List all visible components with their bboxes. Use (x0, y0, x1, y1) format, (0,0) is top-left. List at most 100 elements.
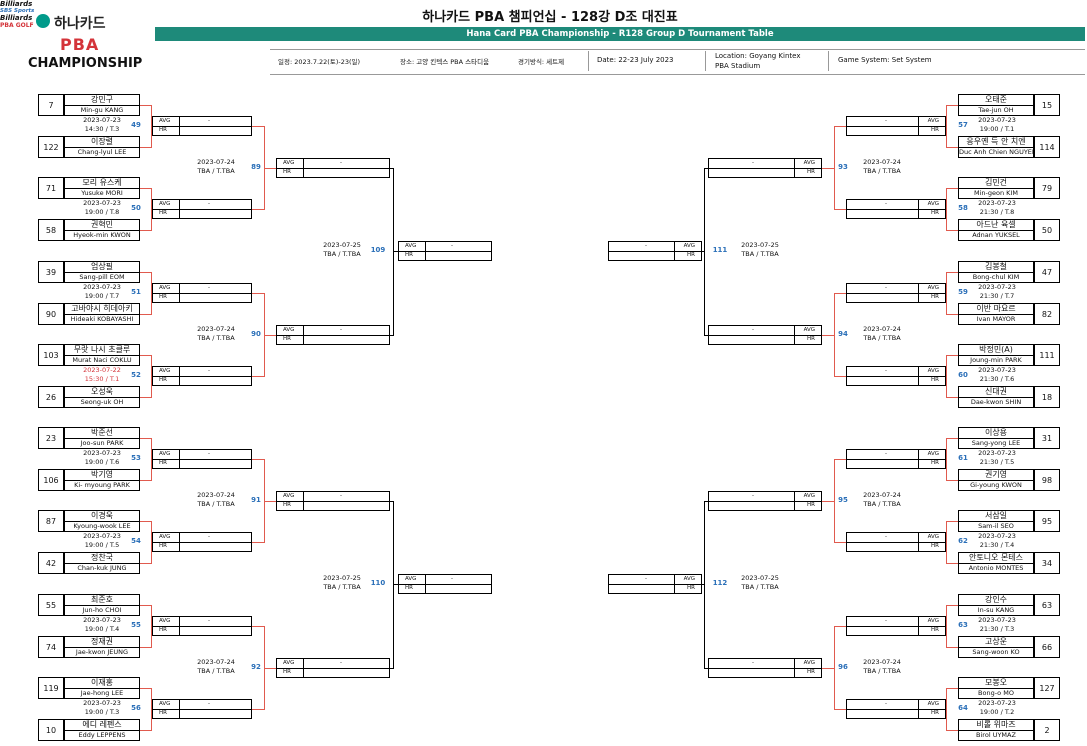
winner-bracket-line (151, 105, 152, 148)
bracket-line (704, 500, 705, 669)
score-box[interactable]: AVG-HR (708, 324, 822, 345)
score-box[interactable]: AVG-HR (846, 616, 946, 636)
winner-bracket-line (946, 147, 958, 148)
billiards-tv-logo: Billiards (0, 0, 33, 8)
score-box[interactable]: AVG-HR (608, 574, 702, 594)
score-box[interactable]: AVG-HR (152, 283, 252, 303)
score-box[interactable]: AVG-HR (398, 574, 492, 594)
hr-label: HR (159, 127, 167, 133)
winner-bracket-line (264, 167, 276, 169)
score-box[interactable]: AVG-HR (846, 283, 946, 303)
winner-bracket-line (140, 230, 152, 231)
score-box[interactable]: AVG-HR (152, 366, 252, 386)
score-box[interactable]: AVG-HR (846, 699, 946, 719)
score-box[interactable]: AVG-HR (276, 157, 390, 178)
player-slot[interactable]: 박정민(A)Joung-min PARK (958, 344, 1034, 366)
score-box[interactable]: AVG-HR (152, 699, 252, 719)
score-box[interactable]: AVG-HR (152, 532, 252, 552)
match-number: 109 (370, 246, 386, 254)
match-time: 21:30 / T.5 (979, 458, 1015, 466)
score-box[interactable]: AVG-HR (846, 116, 946, 136)
match-time: 19:00 / T.4 (84, 625, 120, 633)
avg-label: AVG (683, 576, 695, 582)
match-time: TBA / T.TBA (741, 250, 779, 258)
score-box[interactable]: AVG-HR (276, 657, 390, 678)
hr-label: HR (159, 210, 167, 216)
score-box[interactable]: AVG-HR (276, 324, 390, 345)
hr-label: HR (159, 627, 167, 633)
score-box[interactable]: AVG-HR (152, 616, 252, 636)
winner-bracket-line (252, 376, 264, 377)
hr-label: HR (283, 168, 291, 175)
winner-bracket-line (946, 314, 958, 315)
winner-bracket-line (140, 188, 152, 189)
player-name-en: Bong-o MO (978, 689, 1014, 697)
player-name-en: Sang-woon KO (972, 648, 1020, 656)
score-box[interactable]: AVG-HR (846, 449, 946, 469)
bracket-line (390, 167, 394, 169)
score-box[interactable]: AVG-HR (708, 657, 822, 678)
avg-value: - (451, 243, 453, 249)
player-name-kr: 권기영 (959, 470, 1033, 481)
hr-label: HR (159, 710, 167, 716)
page-subtitle: Hana Card PBA Championship - R128 Group … (466, 29, 774, 39)
score-box[interactable]: AVG-HR (152, 449, 252, 469)
score-box[interactable]: AVG-HR (846, 532, 946, 552)
match-number: 59 (958, 288, 968, 296)
avg-value: - (208, 451, 210, 457)
match-date: 2023-07-23 (83, 199, 121, 207)
seed-number: 50 (1034, 219, 1060, 241)
winner-bracket-line (834, 209, 846, 210)
avg-label: AVG (283, 659, 295, 666)
score-box[interactable]: AVG-HR (846, 366, 946, 386)
avg-value: - (208, 118, 210, 124)
score-box[interactable]: AVG-HR (846, 199, 946, 219)
score-box[interactable]: AVG-HR (152, 199, 252, 219)
score-box[interactable]: AVG-HR (608, 241, 702, 261)
score-box[interactable]: AVG-HR (708, 157, 822, 178)
score-box[interactable]: AVG-HR (398, 241, 492, 261)
winner-bracket-line (834, 709, 846, 710)
score-box[interactable]: AVG-HR (708, 490, 822, 511)
match-time: 21:30 / T.7 (979, 292, 1015, 300)
avg-value: - (340, 659, 342, 666)
info-venue: 장소: 고양 킨텍스 PBA 스타디움 (400, 58, 490, 66)
seed-number: 95 (1034, 510, 1060, 532)
player-name-en: Sang-yong LEE (971, 439, 1021, 447)
score-box[interactable]: AVG-HR (152, 116, 252, 136)
score-box[interactable]: AVG-HR (276, 490, 390, 511)
winner-bracket-line (946, 230, 958, 231)
winner-bracket-line (252, 126, 264, 127)
